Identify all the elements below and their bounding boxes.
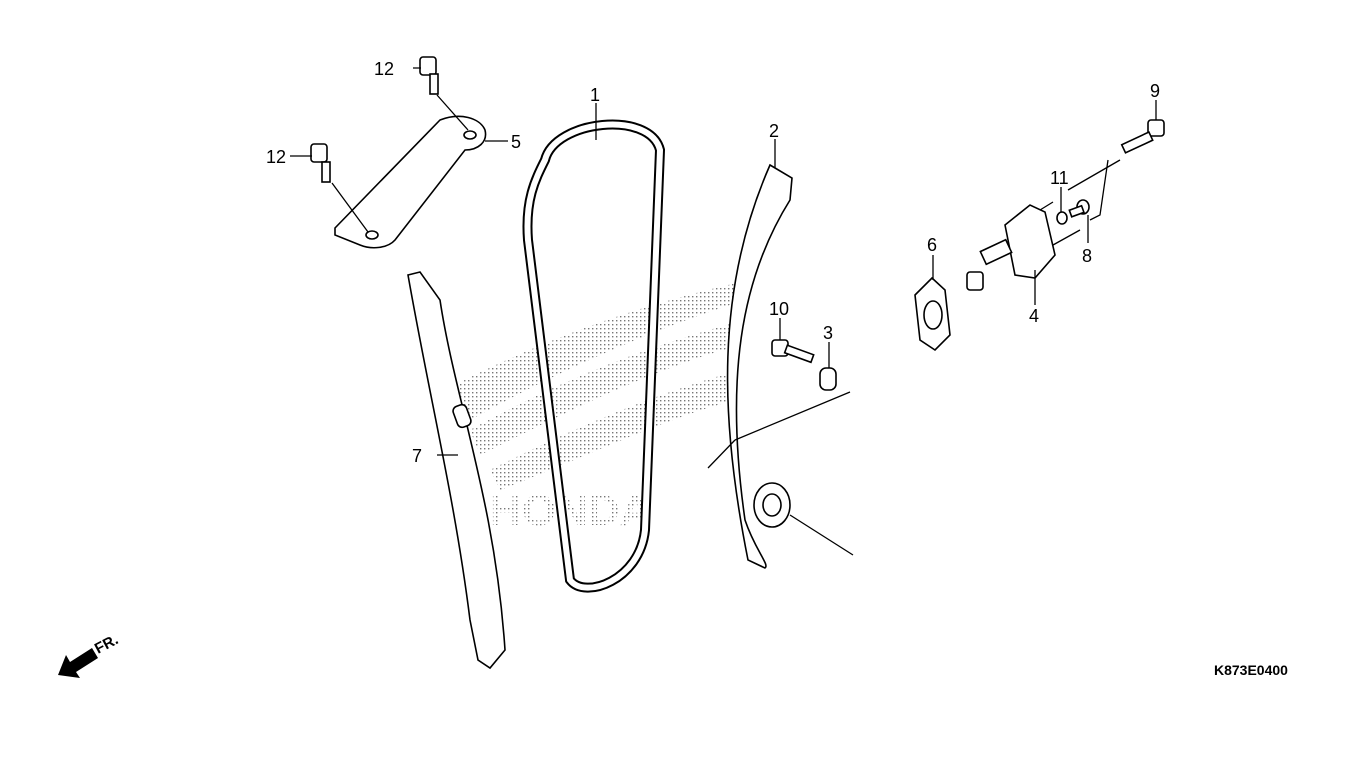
leader-lines-lifter (1039, 159, 1121, 246)
callout-10: 10 (769, 299, 789, 319)
callout-5: 5 (511, 132, 521, 152)
callout-8: 8 (1082, 246, 1092, 266)
leader-lines-slipper (707, 391, 854, 556)
bolt-12-upper (419, 56, 469, 131)
callout-12-upper: 12 (374, 59, 394, 79)
guide-slipper (407, 271, 506, 670)
diagram-code: K873E0400 (1214, 662, 1288, 678)
washer-11 (1056, 211, 1068, 225)
callout-2: 2 (769, 121, 779, 141)
bolt-9 (1120, 119, 1165, 154)
tensioner-slipper (726, 163, 793, 569)
callout-4: 4 (1029, 306, 1039, 326)
tensioner-lifter (966, 204, 1056, 291)
callout-12-lower: 12 (266, 147, 286, 167)
honda-watermark-text: HONDA (490, 486, 651, 535)
front-arrow-icon (58, 648, 98, 678)
collar-3 (819, 367, 837, 391)
callout-leaders (290, 67, 1157, 456)
chain-guide-plate (334, 115, 487, 249)
honda-wing-watermark: HONDA (445, 280, 750, 535)
front-label: FR. (92, 631, 121, 657)
bolt-12-lower (310, 143, 369, 233)
bolt-8 (1068, 199, 1090, 218)
callout-9: 9 (1150, 81, 1160, 101)
callout-1: 1 (590, 85, 600, 105)
callout-3: 3 (823, 323, 833, 343)
callout-11: 11 (1050, 168, 1069, 188)
gasket (914, 276, 951, 352)
bolt-10 (771, 339, 815, 364)
callout-7: 7 (412, 446, 422, 466)
callout-6: 6 (927, 235, 937, 255)
front-direction-indicator: FR. (58, 631, 121, 678)
cam-chain (522, 119, 666, 593)
